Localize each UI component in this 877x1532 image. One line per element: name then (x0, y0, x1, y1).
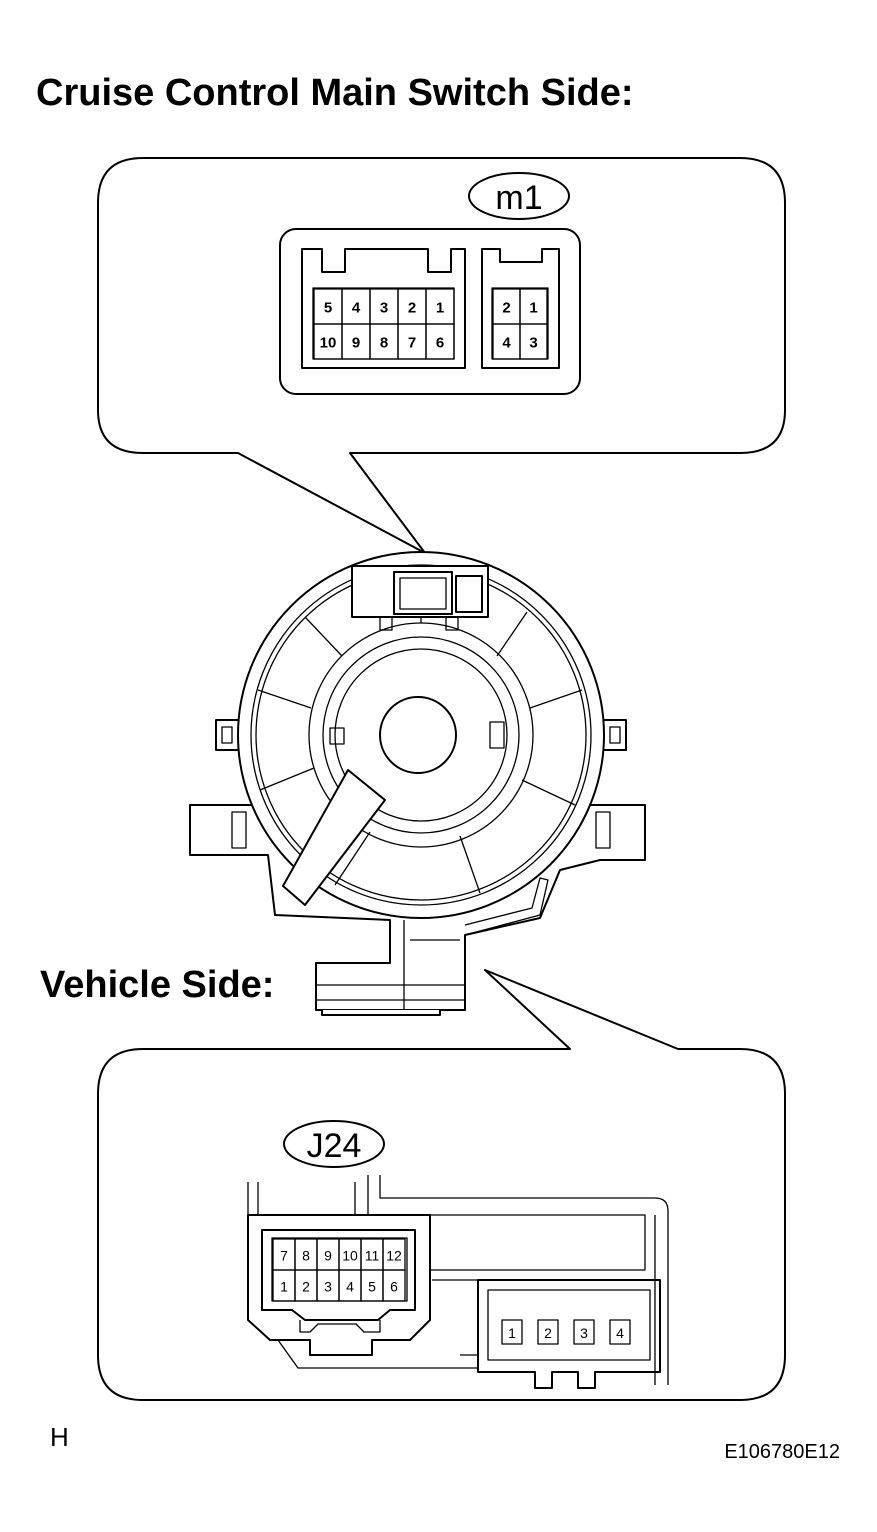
m1-left-pin-label: 9 (352, 335, 360, 352)
j24-connector-housing (247, 1175, 669, 1389)
j24-left-pin-label: 12 (386, 1248, 402, 1264)
m1-right-connector-pins: 2 1 4 3 (492, 288, 548, 360)
m1-left-pin-cell (425, 323, 455, 360)
j24-right-pin-label: 3 (580, 1325, 588, 1341)
j24-label: J24 (283, 1120, 385, 1168)
j24-left-pin-label: 8 (302, 1248, 310, 1264)
j24-right-pin-label: 1 (508, 1325, 516, 1341)
j24-callout (97, 969, 786, 1401)
corner-letter: H (50, 1422, 69, 1452)
j24-right-pin-cell (609, 1319, 631, 1345)
m1-left-pin-label: 8 (380, 335, 388, 352)
m1-left-pin-label: 6 (436, 335, 444, 352)
m1-left-pin-label: 2 (408, 300, 416, 317)
m1-left-pin-label: 4 (352, 300, 361, 317)
j24-left-pin-label: 7 (280, 1248, 288, 1264)
m1-label-text: m1 (495, 179, 542, 217)
j24-label-text: J24 (307, 1127, 362, 1165)
j24-left-pin-label: 1 (280, 1279, 288, 1295)
j24-left-pin-label: 3 (324, 1279, 332, 1295)
m1-label: m1 (468, 172, 570, 220)
m1-right-pin-label: 2 (502, 300, 510, 317)
j24-left-pin-label: 5 (368, 1279, 376, 1295)
m1-callout (97, 157, 786, 554)
m1-right-pin-label: 4 (502, 335, 511, 352)
heading-vehicle-side: Vehicle Side: (40, 964, 274, 1006)
m1-left-connector-pins: 5 4 3 2 1 10 9 8 7 6 (313, 288, 455, 360)
m1-left-pin-label: 1 (436, 300, 444, 317)
j24-right-pin-cell (501, 1319, 523, 1345)
j24-right-pin-label: 4 (616, 1325, 624, 1341)
j24-left-pin-label: 11 (365, 1248, 380, 1264)
figure-code: E106780E12 (724, 1441, 840, 1463)
j24-left-pin-label: 2 (302, 1279, 310, 1295)
j24-right-pin-cell (537, 1319, 559, 1345)
m1-left-pin-label: 3 (380, 300, 388, 317)
j24-left-pin-label: 6 (390, 1279, 398, 1295)
m1-left-pin-label: 10 (320, 335, 337, 352)
j24-right-pin-label: 2 (544, 1325, 552, 1341)
j24-right-pin-cell (573, 1319, 595, 1345)
m1-left-pin-label: 5 (324, 300, 332, 317)
j24-left-pin-label: 4 (346, 1279, 354, 1295)
m1-right-pin-label: 3 (529, 335, 537, 352)
m1-right-pin-label: 1 (529, 300, 537, 317)
m1-left-pin-label: 7 (408, 335, 416, 352)
j24-right-connector-pins: 1 2 3 4 (501, 1319, 631, 1345)
j24-left-pin-label: 9 (324, 1248, 332, 1264)
spiral-cable-body (189, 551, 646, 1016)
j24-left-pin-label: 10 (342, 1248, 358, 1264)
heading-main-switch-side: Cruise Control Main Switch Side: (36, 72, 634, 114)
m1-right-pin-cell (519, 323, 548, 360)
j24-left-pin-cell (382, 1269, 406, 1302)
